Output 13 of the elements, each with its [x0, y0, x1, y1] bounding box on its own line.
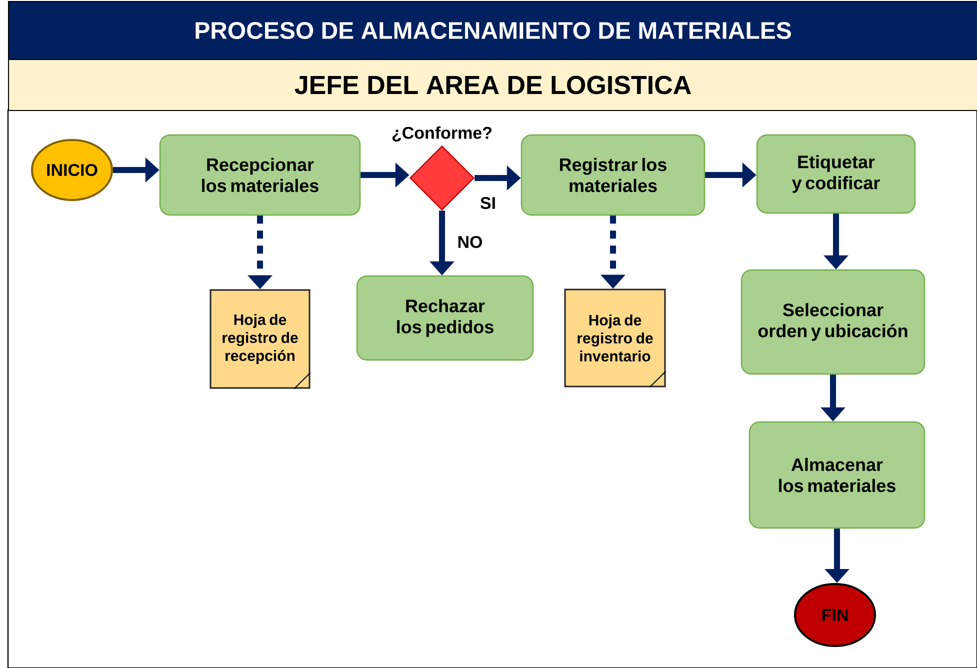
- process-box: Rechazar los pedidos: [356, 275, 534, 361]
- node-label: JEFE DEL AREA DE LOGISTICA: [294, 76, 691, 94]
- process-box: Almacenar los materiales: [748, 421, 926, 529]
- title-band: PROCESO DE ALMACENAMIENTO DE MATERIALES: [8, 1, 977, 60]
- node-label: ¿Conforme?: [392, 126, 492, 142]
- process-box: Registrar los materiales: [520, 134, 706, 216]
- start-oval: INICIO: [31, 139, 113, 201]
- edge-label: SI: [478, 196, 498, 210]
- end-oval: FIN: [794, 583, 876, 647]
- process-box: Etiquetar y codificar: [756, 134, 916, 214]
- process-box: Recepcionar los materiales: [159, 134, 361, 216]
- edge-label: NO: [456, 234, 484, 249]
- process-box: Seleccionar orden y ubicación: [740, 269, 926, 375]
